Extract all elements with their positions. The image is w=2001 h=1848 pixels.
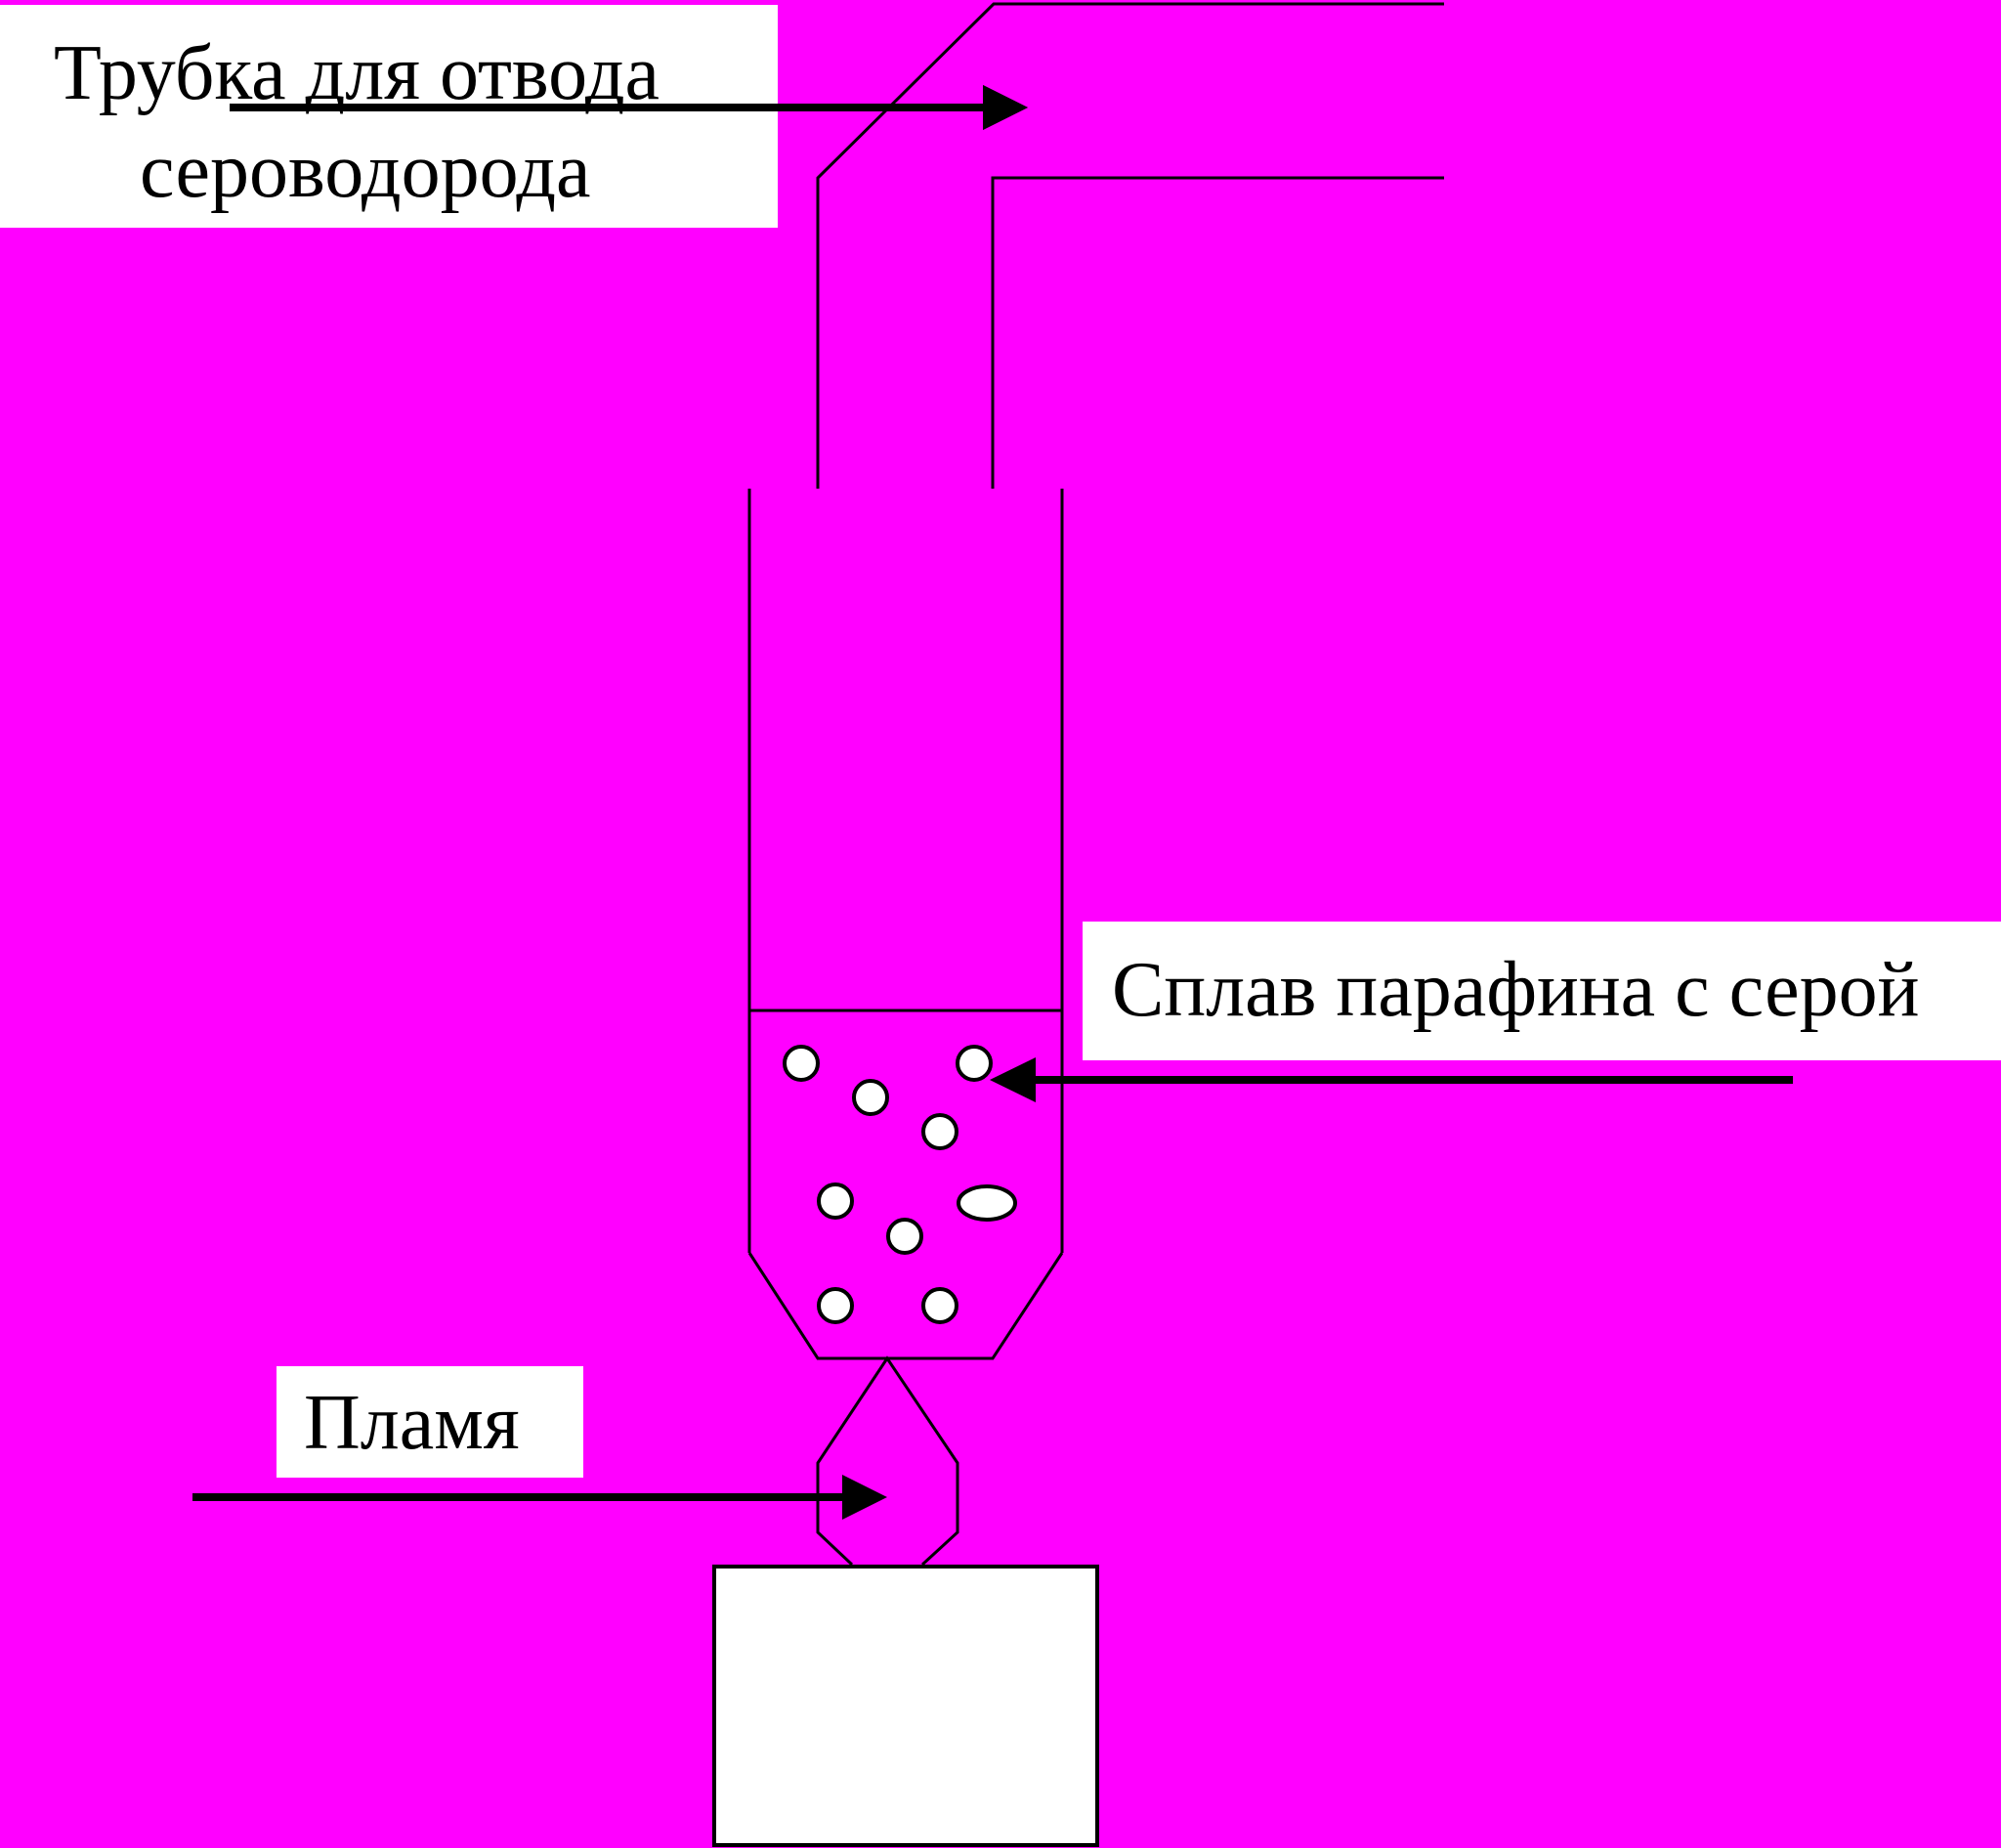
alloy-bubbles <box>783 1045 1017 1324</box>
flame <box>816 1355 959 1567</box>
label-gas-outlet-tube: Трубка для отвода сероводорода <box>0 5 778 228</box>
bubble <box>783 1045 820 1082</box>
test-tube <box>747 489 1064 1360</box>
label-flame: Пламя <box>277 1366 583 1478</box>
bubble <box>817 1287 854 1324</box>
label-alloy-text: Сплав парафина с серой <box>1112 947 1920 1033</box>
bubble <box>921 1287 958 1324</box>
label-tube-line1: Трубка для отвода <box>54 30 660 116</box>
bubble <box>852 1079 889 1116</box>
bubble <box>817 1182 854 1220</box>
gas-outlet-tube <box>816 2 1444 489</box>
bubble <box>921 1113 958 1150</box>
label-tube-line2: сероводорода <box>140 128 591 214</box>
arrow-alloy <box>990 1057 1793 1102</box>
bubble <box>956 1045 993 1082</box>
bubble <box>886 1218 923 1255</box>
arrow-flame <box>192 1475 887 1520</box>
bubble <box>957 1184 1017 1222</box>
label-alloy: Сплав парафина с серой <box>1083 922 2001 1060</box>
burner <box>712 1565 1099 1847</box>
label-flame-text: Пламя <box>304 1380 520 1466</box>
